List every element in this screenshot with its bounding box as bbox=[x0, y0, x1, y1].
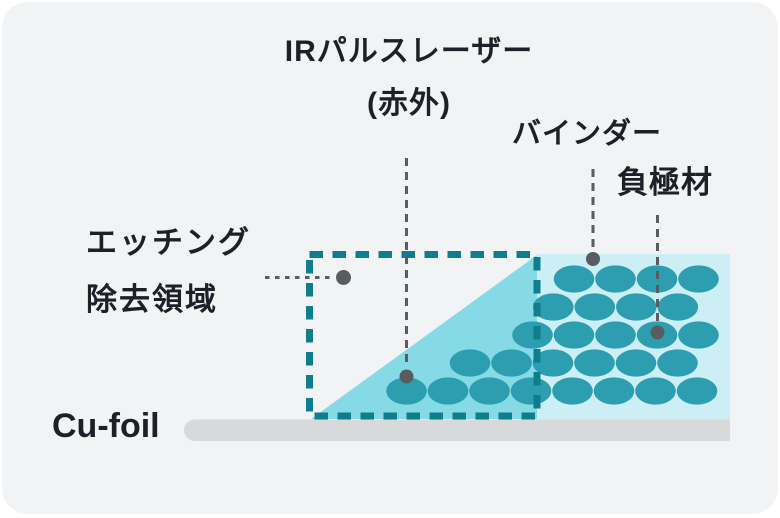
particle-oval bbox=[427, 377, 469, 405]
etching-region-label-line1: エッチング bbox=[86, 225, 251, 260]
particle-oval bbox=[678, 265, 719, 293]
particle-oval bbox=[615, 349, 657, 377]
particle-oval bbox=[469, 377, 510, 405]
etching-leader-dot bbox=[336, 270, 351, 285]
particle-oval bbox=[678, 321, 719, 349]
particle-oval bbox=[574, 349, 615, 377]
laser-label-line2: (赤外) bbox=[367, 87, 451, 120]
etching-region-outline bbox=[306, 251, 541, 420]
particle-oval bbox=[491, 349, 532, 377]
laser-leader-dot bbox=[399, 369, 414, 384]
particle-oval bbox=[657, 349, 698, 377]
binder-leader-dot bbox=[586, 252, 600, 266]
particle-oval bbox=[593, 377, 635, 405]
particle-oval bbox=[553, 265, 595, 293]
particle-oval bbox=[595, 321, 636, 349]
particle-oval bbox=[595, 265, 636, 293]
particle-oval bbox=[552, 377, 593, 405]
laser-label-line1: IRパルスレーザー bbox=[284, 35, 534, 68]
binder-label: バインダー bbox=[511, 118, 662, 150]
etched-wedge bbox=[311, 255, 537, 419]
particle-oval bbox=[386, 377, 427, 405]
particle-oval bbox=[510, 377, 552, 405]
particle-oval bbox=[657, 293, 699, 321]
anode-material-leader-dot bbox=[650, 325, 665, 340]
particle-oval bbox=[532, 349, 574, 377]
particle-oval bbox=[512, 321, 553, 349]
particle-oval bbox=[676, 377, 718, 405]
etching-region-label-line2: 除去領域 bbox=[86, 282, 218, 317]
cu-foil-label: Cu-foil bbox=[52, 407, 160, 445]
particle-oval bbox=[553, 321, 595, 349]
particle-oval bbox=[449, 349, 491, 377]
cu-foil-bar-right-end bbox=[702, 419, 730, 441]
particle-oval bbox=[616, 293, 657, 321]
etching-region-label: エッチング 除去領域 bbox=[86, 214, 251, 328]
particle-oval bbox=[574, 293, 616, 321]
anode-material-label: 負極材 bbox=[617, 165, 713, 200]
particle-oval bbox=[635, 377, 676, 405]
particle-oval bbox=[533, 293, 574, 321]
cu-foil-bar bbox=[184, 419, 730, 441]
